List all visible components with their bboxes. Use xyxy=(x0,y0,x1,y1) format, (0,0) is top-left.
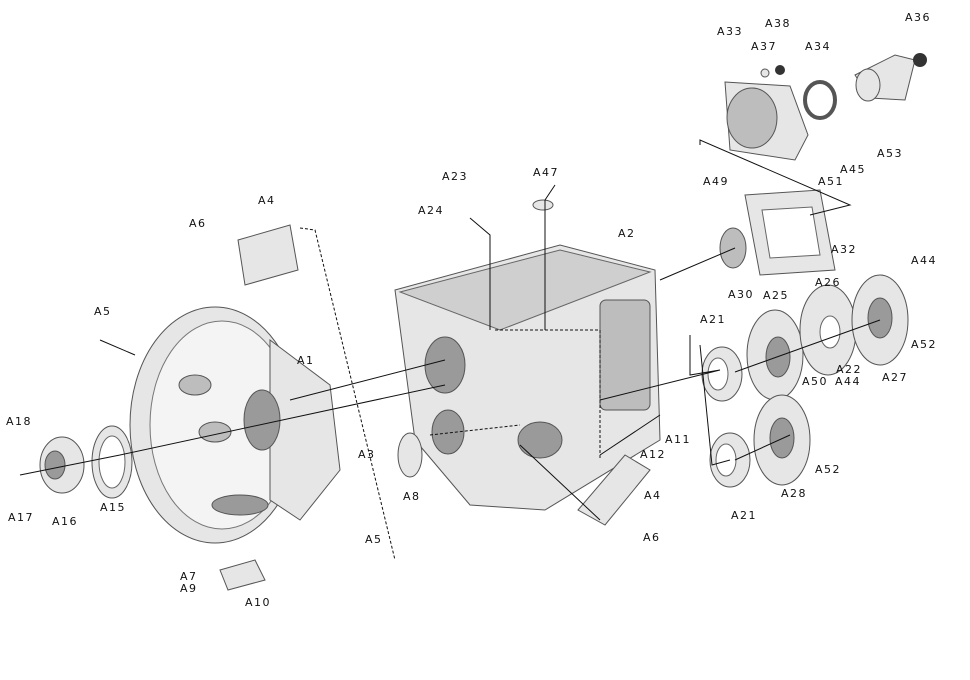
part-label-a21: A21 xyxy=(700,313,727,326)
part-label-a28: A28 xyxy=(781,487,808,500)
part-label-a49: A49 xyxy=(703,175,730,188)
part-label-a24: A24 xyxy=(418,204,445,217)
part-label-a6: A6 xyxy=(643,531,661,544)
part-label-a6: A6 xyxy=(189,217,207,230)
part-label-a15: A15 xyxy=(100,501,127,514)
part-label-a47: A47 xyxy=(533,166,560,179)
part-label-a44: A44 xyxy=(911,254,938,267)
part-label-a32: A32 xyxy=(831,243,858,256)
part-label-a26: A26 xyxy=(815,276,842,289)
part-label-a45: A45 xyxy=(840,163,867,176)
part-label-a38: A38 xyxy=(765,17,792,30)
part-label-a36: A36 xyxy=(905,11,932,24)
part-label-a3: A3 xyxy=(358,448,376,461)
part-label-a1: A1 xyxy=(297,354,315,367)
part-label-a7: A7 xyxy=(180,570,198,583)
part-label-a12: A12 xyxy=(640,448,667,461)
part-label-a10: A10 xyxy=(245,596,272,609)
part-label-a5: A5 xyxy=(365,533,383,546)
part-label-a9: A9 xyxy=(180,582,198,595)
part-label-a22: A22 xyxy=(836,363,863,376)
part-label-a27: A27 xyxy=(882,371,909,384)
part-label-a37: A37 xyxy=(751,40,778,53)
part-label-a44: A44 xyxy=(835,375,862,388)
part-label-a8: A8 xyxy=(403,490,421,503)
bell-housing xyxy=(129,306,341,544)
part-label-a11: A11 xyxy=(665,433,692,446)
transmission-case xyxy=(394,244,661,511)
part-label-a50: A50 xyxy=(802,375,829,388)
part-label-a51: A51 xyxy=(818,175,845,188)
part-label-a2: A2 xyxy=(618,227,636,240)
part-label-a23: A23 xyxy=(442,170,469,183)
part-label-a18: A18 xyxy=(6,415,33,428)
rear-housing xyxy=(724,53,927,161)
part-label-a34: A34 xyxy=(805,40,832,53)
part-label-a25: A25 xyxy=(763,289,790,302)
part-label-a21: A21 xyxy=(731,509,758,522)
part-label-a52: A52 xyxy=(815,463,842,476)
part-label-a4: A4 xyxy=(644,489,662,502)
part-label-a4: A4 xyxy=(258,194,276,207)
part-label-a17: A17 xyxy=(8,511,35,524)
part-label-a33: A33 xyxy=(717,25,744,38)
part-label-a53: A53 xyxy=(877,147,904,160)
part-label-a16: A16 xyxy=(52,515,79,528)
part-label-a52: A52 xyxy=(911,338,938,351)
part-label-a30: A30 xyxy=(728,288,755,301)
part-label-a5: A5 xyxy=(94,305,112,318)
